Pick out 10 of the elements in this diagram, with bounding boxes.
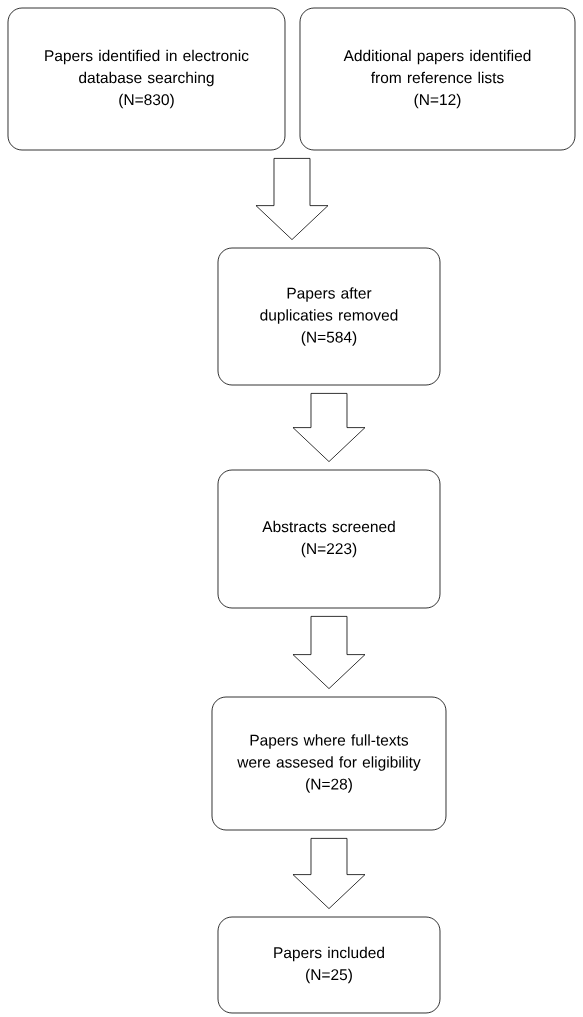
process-box: Papers included (N=25) (217, 916, 441, 1014)
process-box: Additional papers identified from reference lists (N=12) (299, 7, 576, 151)
block-arrow (292, 393, 366, 462)
process-box: Papers identified in electronic database searching (N=830) (7, 7, 286, 151)
process-box: Abstracts screened (N=223) (217, 469, 441, 609)
block-arrow (292, 838, 366, 909)
block-arrow (255, 158, 329, 240)
process-box: Papers after duplicaties removed (N=584) (217, 247, 441, 386)
block-arrow (292, 616, 366, 689)
process-box: Papers where full-texts were assesed for eligibility (N=28) (211, 696, 447, 831)
